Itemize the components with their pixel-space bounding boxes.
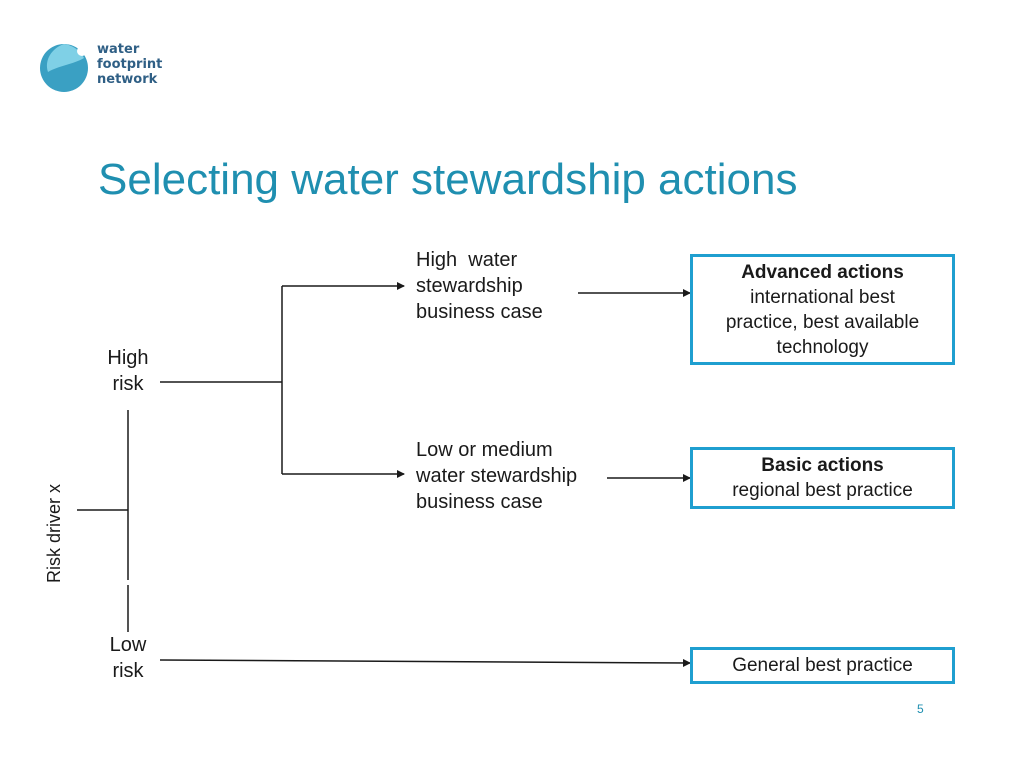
logo-text: water footprint network [97,42,162,87]
risk-driver-axis-label: Risk driver x [44,483,64,583]
high-risk-line-2: risk [112,373,144,395]
basic-actions-box: Basic actions regional best practice [690,447,955,509]
advanced-actions-line-3: technology [776,336,869,358]
advanced-actions-line-1: international best [750,286,895,308]
low-risk-label: Low risk [100,632,156,684]
low-medium-business-case-label: Low or medium water stewardship business… [416,437,606,515]
high-case-line-1: High water [416,249,518,271]
low-risk-line-1: Low [109,634,147,656]
low-case-line-3: business case [416,491,543,513]
advanced-actions-heading: Advanced actions [741,261,904,283]
basic-actions-heading: Basic actions [761,455,884,476]
low-case-line-1: Low or medium [416,439,553,461]
advanced-actions-box: Advanced actions international best prac… [690,254,955,365]
low-risk-to-general-arrow [159,658,691,667]
water-drop-logo-icon [40,44,88,92]
low-case-line-2: water stewardship [416,465,578,487]
high-business-case-label: High water stewardship business case [416,247,586,325]
high-case-line-3: business case [416,301,543,323]
logo: water footprint network [38,38,168,94]
advanced-actions-line-2: practice, best available [725,311,920,333]
high-risk-label: High risk [100,345,156,397]
high-case-line-2: stewardship [416,275,523,297]
general-best-practice-text: General best practice [732,655,913,676]
slide-title: Selecting water stewardship actions [98,155,798,204]
low-risk-line-2: risk [112,660,144,682]
logo-line-3: network [97,72,158,87]
logo-line-2: footprint [97,57,163,72]
logo-line-1: water [97,42,140,57]
basic-actions-line-1: regional best practice [732,480,913,501]
page-number: 5 [917,702,924,716]
high-risk-line-1: High [107,347,149,369]
general-best-practice-box: General best practice [690,647,955,684]
